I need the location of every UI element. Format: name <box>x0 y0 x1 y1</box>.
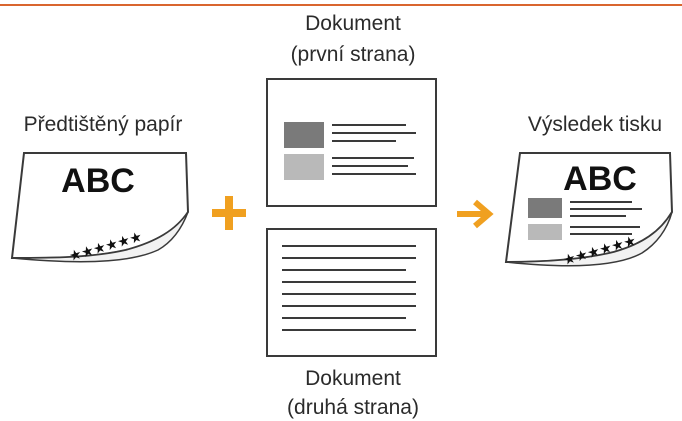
print-result-illustration: ABC ★★★★★★ <box>504 152 674 268</box>
page-frame <box>266 228 437 357</box>
page-frame <box>266 78 437 207</box>
document-second-page <box>266 228 437 357</box>
image-block-light <box>528 224 562 240</box>
doc-second-caption-line2: (druhá strana) <box>287 396 419 419</box>
doc-first-caption-line2: (první strana) <box>290 43 416 66</box>
document-first-page <box>266 78 437 207</box>
sheet-text-abc: ABC <box>563 160 637 198</box>
doc-second-caption-line1: Dokument <box>305 367 401 390</box>
arrow-right-icon <box>457 199 494 229</box>
image-block-dark <box>528 198 562 218</box>
doc-first-caption-line1: Dokument <box>305 12 401 35</box>
text-lines <box>570 201 642 235</box>
print-result-caption: Výsledek tisku <box>527 113 663 136</box>
sheet-text-abc: ABC <box>61 162 135 200</box>
preprinted-paper-illustration: ABC ★★★★★★ <box>10 152 190 264</box>
text-lines <box>332 124 416 175</box>
paper-curl <box>11 211 189 263</box>
image-block-dark <box>284 122 324 148</box>
top-divider <box>0 4 682 6</box>
plus-icon <box>212 196 246 230</box>
image-block-light <box>284 154 324 180</box>
text-lines <box>282 245 416 331</box>
preprinted-paper-caption: Předtištěný papír <box>23 113 183 136</box>
paper-curl <box>505 211 673 267</box>
